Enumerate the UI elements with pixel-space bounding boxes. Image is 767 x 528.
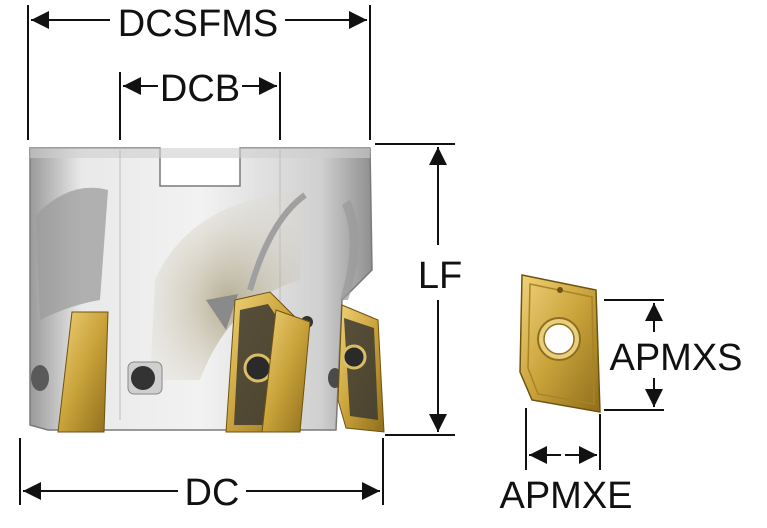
dimension-labels: DCSFMS DCB LF DC APMXS APMXE bbox=[110, 0, 747, 517]
label-dc: DC bbox=[185, 472, 240, 514]
dimension-lines bbox=[19, 5, 664, 505]
label-dcsfms: DCSFMS bbox=[118, 3, 278, 45]
insert-detail bbox=[519, 274, 601, 413]
label-apmxs: APMXS bbox=[609, 337, 742, 379]
label-lf: LF bbox=[418, 255, 462, 297]
tool-inserts bbox=[57, 291, 385, 433]
label-dcb: DCB bbox=[160, 68, 240, 110]
label-apmxe: APMXE bbox=[499, 475, 632, 517]
